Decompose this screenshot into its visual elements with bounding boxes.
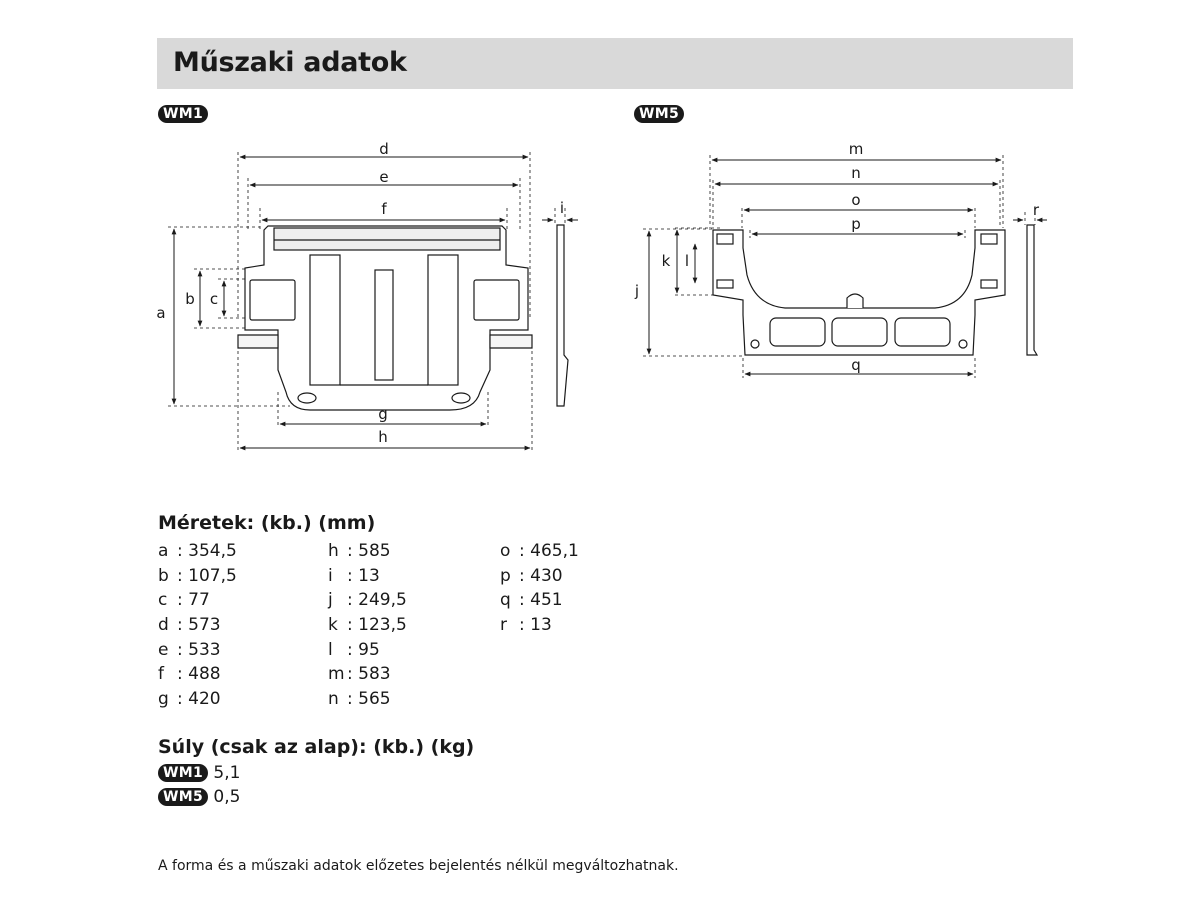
dimension-row: e : 533 <box>158 638 237 663</box>
footnote: A forma és a műszaki adatok előzetes bej… <box>158 858 679 874</box>
dimension-value: : 123,5 <box>347 615 407 636</box>
dimension-row: n : 565 <box>328 687 407 712</box>
dim-label-o: o <box>851 191 860 209</box>
model-badge-wm1: WM1 <box>158 105 209 123</box>
dimension-value: : 77 <box>177 590 210 611</box>
dimension-row: l : 95 <box>328 638 407 663</box>
diagram-wm1: d e f a b c g h i <box>150 130 590 460</box>
dimension-value: : 95 <box>347 639 380 660</box>
dim-label-h: h <box>378 428 388 446</box>
dimensions-column-3: o : 465,1 p : 430 q : 451 r : 13 <box>500 539 579 638</box>
dimension-key: q <box>500 590 511 611</box>
dimension-row: j : 249,5 <box>328 588 407 613</box>
dim-label-i: i <box>560 199 564 217</box>
weight-value: 0,5 <box>213 787 241 807</box>
dimension-row: g : 420 <box>158 687 237 712</box>
dimension-key: g <box>158 689 169 710</box>
weight-row-wm1: WM1 5,1 <box>158 763 240 783</box>
dimension-key: o <box>500 541 511 561</box>
dimension-key: c <box>158 590 168 611</box>
dimension-key: h <box>328 541 339 561</box>
dimension-key: l <box>328 639 333 660</box>
dim-label-b: b <box>185 290 195 308</box>
dimension-key: n <box>328 689 339 710</box>
dimension-key: i <box>328 565 333 586</box>
dimension-key: p <box>500 565 511 586</box>
dim-label-n: n <box>851 164 861 182</box>
dimensions-column-2: h : 585 i : 13 j : 249,5 k : 123,5 l : 95 m: … <box>328 539 407 712</box>
dimension-value: : 465,1 <box>519 541 579 561</box>
dimension-value: : 354,5 <box>177 541 237 561</box>
dimension-value: : 107,5 <box>177 565 237 586</box>
dimension-row: b : 107,5 <box>158 564 237 589</box>
dim-label-p: p <box>851 215 861 233</box>
dimension-row: d : 573 <box>158 613 237 638</box>
dimension-row: o : 465,1 <box>500 539 579 564</box>
dimension-value: : 585 <box>347 541 391 561</box>
dimension-key: d <box>158 615 169 636</box>
dim-label-j: j <box>634 282 639 300</box>
model-badge-wm1: WM1 <box>158 764 209 782</box>
dimension-value: : 583 <box>347 664 391 685</box>
dimension-key: r <box>500 615 507 636</box>
dimension-key: k <box>328 615 338 636</box>
page-title: Műszaki adatok <box>173 47 407 78</box>
dim-label-d: d <box>379 140 389 158</box>
dimension-value: : 573 <box>177 615 221 636</box>
dimension-key: j <box>328 590 333 611</box>
diagram-wm5: m n o p j k l q r <box>625 130 1055 380</box>
dimension-row: r : 13 <box>500 613 579 638</box>
dimension-row: h : 585 <box>328 539 407 564</box>
dimension-value: : 565 <box>347 689 391 710</box>
dim-label-m: m <box>849 140 864 158</box>
dim-label-q: q <box>851 356 861 374</box>
section-header: Műszaki adatok <box>157 38 1073 89</box>
dim-label-k: k <box>662 252 671 270</box>
dimension-key: a <box>158 541 169 561</box>
weight-value: 5,1 <box>213 763 241 783</box>
dimension-value: : 430 <box>519 565 563 586</box>
dimension-key: m <box>328 664 345 685</box>
dimension-row: f : 488 <box>158 662 237 687</box>
dimension-key: f <box>158 664 164 685</box>
dimension-value: : 13 <box>519 615 552 636</box>
dimension-row: i : 13 <box>328 564 407 589</box>
dimension-row: m: 583 <box>328 662 407 687</box>
diagram-wm5-drawing: m n o p j k l q r <box>634 140 1047 378</box>
dimension-row: k : 123,5 <box>328 613 407 638</box>
dim-label-r: r <box>1033 201 1040 219</box>
dim-label-e: e <box>379 168 388 186</box>
dimension-value: : 533 <box>177 639 221 660</box>
dim-label-g: g <box>378 405 388 423</box>
dimension-row: c : 77 <box>158 588 237 613</box>
diagram-wm1-drawing: d e f a b c g h i <box>156 140 578 452</box>
dimensions-column-1: a : 354,5 b : 107,5 c : 77 d : 573 e : 533 f:… <box>158 539 237 712</box>
dimension-value: : 488 <box>177 664 221 685</box>
dim-label-f: f <box>381 200 387 218</box>
weight-title: Súly (csak az alap): (kb.) (kg) <box>158 736 475 758</box>
dimension-row: p : 430 <box>500 564 579 589</box>
dim-label-c: c <box>210 290 218 308</box>
model-badge-wm5: WM5 <box>158 788 209 806</box>
model-badge-wm5: WM5 <box>634 105 685 123</box>
dimension-key: e <box>158 639 169 660</box>
dimensions-title: Méretek: (kb.) (mm) <box>158 512 376 534</box>
dim-label-a: a <box>156 304 165 322</box>
dimension-key: b <box>158 565 169 586</box>
weight-row-wm5: WM5 0,5 <box>158 787 240 807</box>
dim-label-l: l <box>685 252 689 270</box>
dimension-value: : 13 <box>347 565 380 586</box>
dimension-value: : 420 <box>177 689 221 710</box>
dimension-row: a : 354,5 <box>158 539 237 564</box>
dimension-row: q : 451 <box>500 588 579 613</box>
dimension-value: : 249,5 <box>347 590 407 611</box>
dimension-value: : 451 <box>519 590 563 611</box>
